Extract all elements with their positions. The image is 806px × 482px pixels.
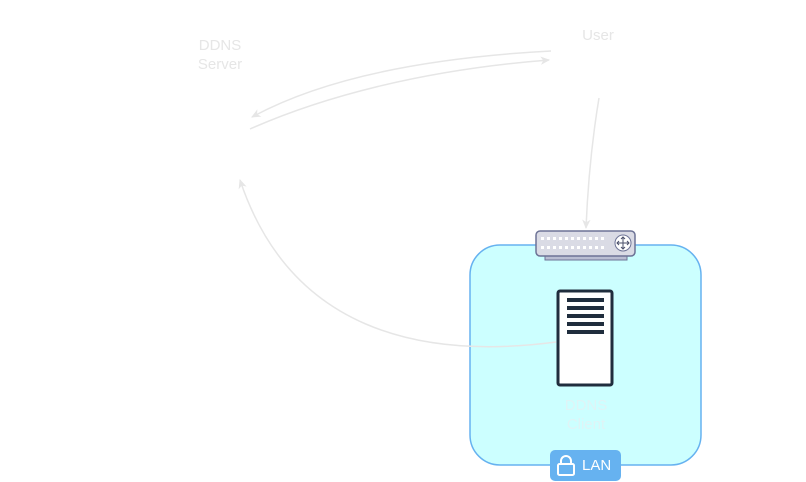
- ddns-server-label-line2: Server: [197, 56, 243, 73]
- edge-client-to-ddns-server: [238, 179, 557, 348]
- user-label: User: [560, 26, 636, 45]
- ddns-server-label-line1: DDNS: [198, 37, 242, 54]
- lock-icon: [557, 455, 575, 476]
- user-label-text: User: [582, 27, 614, 44]
- edge-user-to-router: [582, 97, 600, 230]
- ddns-client-label-line1: DDNS: [564, 397, 608, 414]
- lan-badge: LAN: [550, 450, 621, 481]
- ddns-client-label-line2: Client: [566, 416, 606, 433]
- lan-label: LAN: [582, 457, 612, 474]
- ddns-client-label: DDNS Client: [546, 396, 626, 434]
- edge-ddns-server-to-user: [249, 56, 551, 130]
- edge-user-to-ddns-server: [251, 50, 552, 118]
- server-icon: [556, 289, 614, 387]
- router-icon: [535, 230, 636, 261]
- ddns-server-label: DDNS Server: [180, 36, 260, 74]
